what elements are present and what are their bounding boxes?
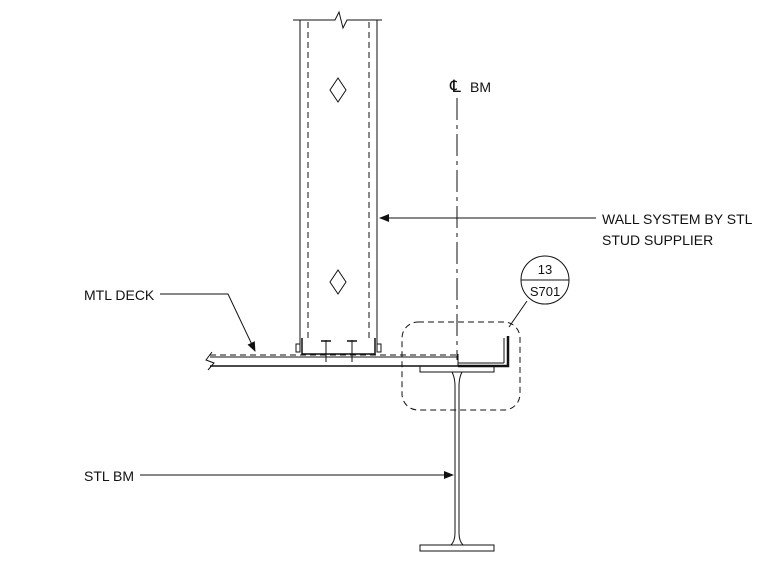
bottom-track (301, 338, 376, 355)
stl-bm-label: STL BM (84, 468, 134, 484)
insulation-diamond-bottom (329, 269, 347, 295)
centerline-symbol: ℄ (449, 77, 461, 96)
mtl-deck-label: MTL DECK (84, 287, 155, 303)
wall-system-label-line2: STUD SUPPLIER (602, 232, 713, 248)
wall-system-note: WALL SYSTEM BY STL STUD SUPPLIER (379, 211, 753, 248)
insulation-diamond-top (329, 77, 347, 103)
stud-wall (293, 10, 382, 362)
steel-beam (419, 365, 495, 552)
stl-bm-note: STL BM (84, 468, 454, 484)
detail-number: 13 (538, 262, 552, 277)
mtl-deck-note: MTL DECK (84, 287, 256, 352)
detail-callout: 13 S701 (401, 255, 570, 411)
metal-deck (205, 336, 510, 371)
centerline-label: BM (470, 79, 491, 95)
wall-system-label-line1: WALL SYSTEM BY STL (602, 211, 753, 227)
callout-leader (508, 300, 528, 328)
break-line (293, 10, 382, 30)
beam-web (450, 371, 456, 546)
deck-break (205, 351, 215, 371)
detail-sheet: S701 (530, 284, 560, 299)
beam-centerline: ℄ BM (449, 77, 491, 360)
track-fasteners (295, 340, 382, 362)
detail-boundary (401, 321, 521, 411)
edge-angle (458, 336, 510, 368)
mtl-deck-leader (160, 293, 256, 352)
beam-top-flange (419, 365, 495, 373)
beam-bottom-flange (419, 544, 495, 552)
